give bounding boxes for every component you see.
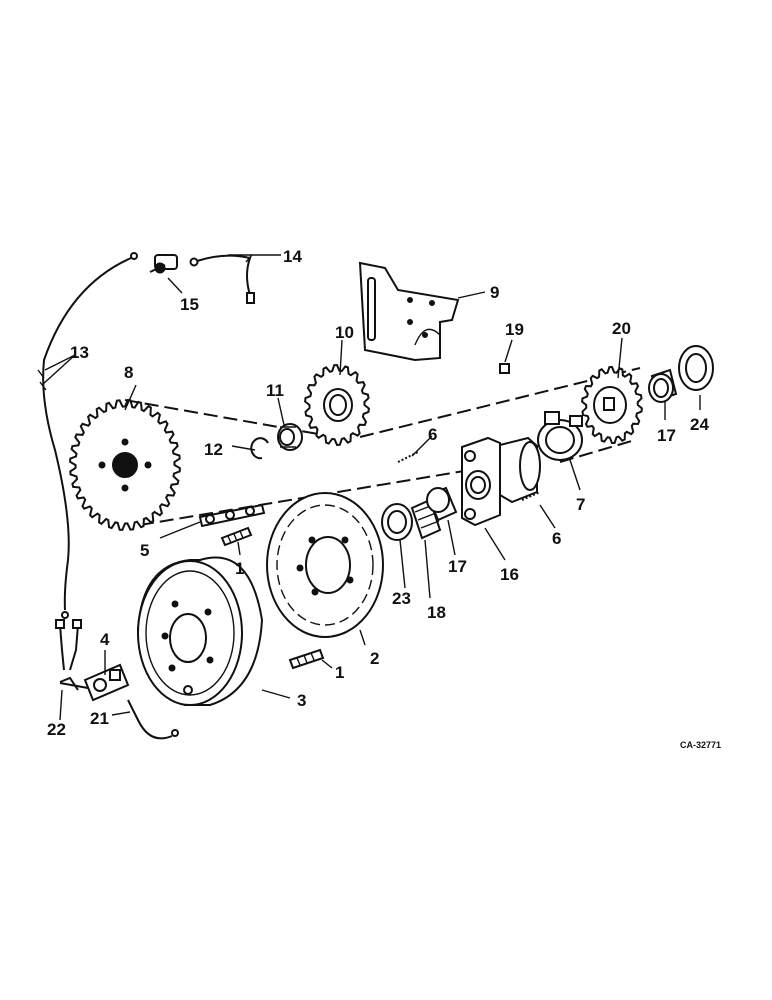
large-sprocket (69, 399, 181, 531)
callout-17a: 17 (448, 557, 467, 576)
pin-right (521, 491, 541, 501)
callout-14: 14 (283, 247, 302, 266)
bearing-sleeve-right (648, 368, 678, 403)
switch (149, 254, 178, 274)
callout-1b: 1 (335, 663, 344, 682)
callout-2: 2 (370, 649, 379, 668)
drawing-code: CA-32771 (680, 740, 721, 750)
callout-18: 18 (427, 603, 446, 622)
seal-ring (381, 503, 413, 541)
bearing-housing (461, 436, 541, 527)
wire-harness-short (189, 254, 255, 304)
mounting-plate (358, 261, 460, 362)
bushing (277, 423, 303, 451)
callout-17b: 17 (657, 426, 676, 445)
connecting-link (198, 503, 266, 528)
callout-6a: 6 (428, 425, 437, 444)
nut (499, 363, 510, 374)
callout-5: 5 (140, 541, 149, 560)
callout-labels: 1 1 2 3 4 5 6 6 7 8 9 10 11 12 13 14 15 … (47, 247, 709, 739)
leader-lines (41, 254, 701, 721)
driven-sprocket (581, 365, 643, 445)
callout-12: 12 (204, 440, 223, 459)
callout-19: 19 (505, 320, 524, 339)
sensor-cable (127, 699, 179, 740)
callout-13: 13 (70, 343, 89, 362)
callout-9: 9 (490, 283, 499, 302)
callout-16: 16 (500, 565, 519, 584)
callout-21: 21 (90, 709, 109, 728)
stud-lower (288, 648, 325, 670)
small-sprocket (304, 363, 370, 447)
callout-10: 10 (335, 323, 354, 342)
snap-ring (250, 437, 269, 460)
callout-11: 11 (266, 381, 284, 400)
clutch-disc (266, 492, 384, 638)
wire-harness-long (37, 252, 138, 619)
brake-drum (136, 556, 264, 706)
callout-1a: 1 (235, 559, 244, 578)
callout-6b: 6 (552, 529, 561, 548)
callout-15: 15 (180, 295, 199, 314)
callout-22: 22 (47, 720, 66, 739)
bearing-sleeve-middle (426, 486, 458, 522)
callout-23: 23 (392, 589, 411, 608)
callout-4: 4 (100, 630, 110, 649)
speed-sensor (59, 663, 130, 702)
callout-7: 7 (576, 495, 585, 514)
callout-20: 20 (612, 319, 631, 338)
washer (678, 345, 714, 391)
sensor-leads (55, 619, 82, 691)
callout-3: 3 (297, 691, 306, 710)
stud-upper (220, 526, 253, 547)
coupler-clamp (537, 411, 583, 461)
callout-24: 24 (690, 415, 709, 434)
callout-8: 8 (124, 363, 133, 382)
